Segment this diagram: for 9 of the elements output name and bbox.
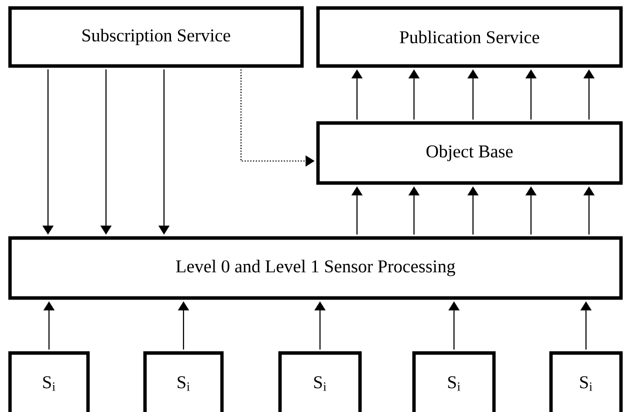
service-box: Subscription Service [8,6,304,68]
processing-box: Level 0 and Level 1 Sensor Processing [8,236,623,300]
sensor-box: S$_{i}$ [278,351,362,412]
sensor-box: S$_{i}$ [143,351,224,412]
sensor-box: S$_{i}$ [412,351,496,412]
object-base-box: Object Base [316,121,623,185]
sensor-box: S$_{i}$ [8,351,90,412]
service-box: Publication Service [316,6,623,68]
sensor-box: S$_{i}$ [549,351,623,412]
